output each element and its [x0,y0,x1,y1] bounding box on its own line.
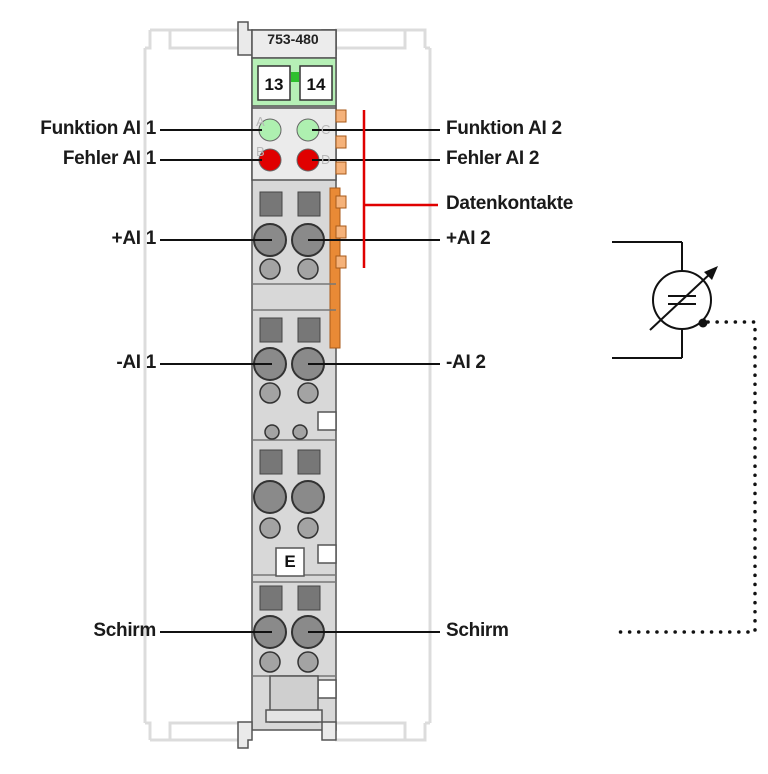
led-letter-c: C [321,122,331,137]
label-plus-ai2: +AI 2 [446,228,491,249]
shield-dotted-line [610,318,757,634]
terminal-number-left: 13 [264,75,284,94]
data-contacts-bracket [362,110,438,268]
led-letter-a: A [256,114,265,129]
label-funktion-ai2: Funktion AI 2 [446,118,562,139]
label-datenkontakte: Datenkontakte [446,193,574,214]
led-letter-b: B [256,144,265,159]
label-funktion-ai1: Funktion AI 1 [40,118,156,139]
label-schirm-right: Schirm [446,620,509,641]
marker-e: E [284,552,296,571]
label-schirm-left: Schirm [93,620,156,641]
transducer-symbol-icon [612,241,718,359]
label-minus-ai2: -AI 2 [446,352,486,373]
terminal-number-right: 14 [306,75,326,94]
module-housing [237,21,347,749]
leader-lines [160,129,440,633]
led-letter-d: D [321,152,331,167]
terminal-blocks [253,191,325,673]
label-fehler-ai1: Fehler AI 1 [62,148,156,169]
label-minus-ai1: -AI 1 [116,352,156,373]
label-fehler-ai2: Fehler AI 2 [446,148,540,169]
rail-frame-outline [143,28,432,742]
module-article-number: 753-480 [267,31,319,47]
label-plus-ai1: +AI 1 [111,228,157,249]
